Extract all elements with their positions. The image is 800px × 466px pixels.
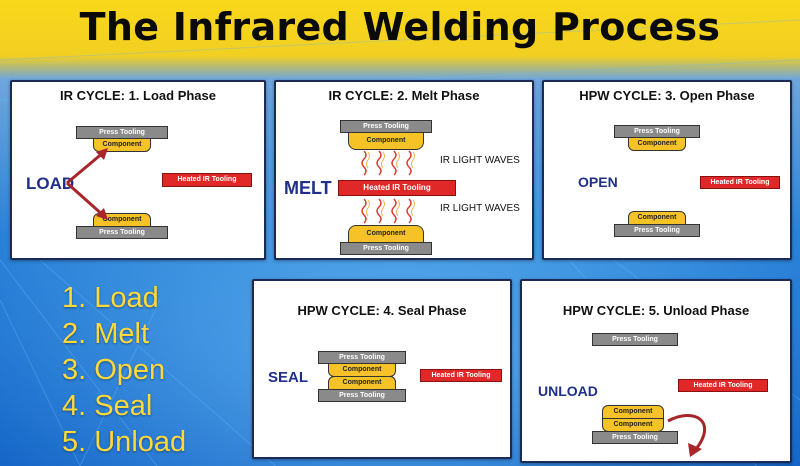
component-bottom: Component [628, 211, 686, 225]
heated-ir-tooling: Heated IR Tooling [338, 180, 456, 196]
panel-title: IR CYCLE: 1. Load Phase [59, 88, 217, 103]
step-list: 1. Load 2. Melt 3. Open 4. Seal 5. Unloa… [62, 280, 186, 460]
panel-title: HPW CYCLE: 3. Open Phase [579, 88, 755, 103]
panel-load-phase: IR CYCLE: 1. Load Phase Press Tooling Co… [10, 80, 266, 260]
step-open: 3. Open [62, 354, 166, 386]
press-tooling-bottom: Press Tooling [340, 242, 432, 255]
step-melt: 2. Melt [62, 318, 150, 350]
page-title: The Infrared Welding Process [79, 5, 721, 49]
unload-label: UNLOAD [538, 383, 598, 399]
seal-label: SEAL [268, 369, 309, 386]
ir-light-waves-label-lower: IR LIGHT WAVES [440, 203, 520, 214]
press-tooling-top: Press Tooling [592, 333, 678, 346]
ir-light-waves-label-upper: IR LIGHT WAVES [440, 155, 520, 166]
panel-title: HPW CYCLE: 5. Unload Phase [562, 303, 750, 318]
heated-ir-tooling: Heated IR Tooling [420, 369, 502, 382]
component-top: Component [348, 132, 424, 150]
load-label: LOAD [26, 174, 75, 193]
ir-light-waves-lower [361, 198, 415, 224]
load-arrows [66, 148, 108, 220]
panel-melt-phase: IR CYCLE: 2. Melt Phase Press Tooling Co… [274, 80, 534, 260]
press-tooling-bottom: Press Tooling [76, 226, 168, 239]
component-top: Component [628, 137, 686, 151]
open-label: OPEN [578, 174, 618, 190]
component-top: Component [328, 363, 396, 377]
panel-unload-phase: HPW CYCLE: 5. Unload Phase Press Tooling… [520, 279, 792, 463]
panel-title: IR CYCLE: 2. Melt Phase [328, 88, 480, 103]
unload-arrow [667, 414, 707, 457]
heated-ir-tooling: Heated IR Tooling [162, 173, 252, 187]
step-unload: 5. Unload [62, 426, 187, 458]
ir-light-waves-upper [361, 150, 415, 176]
panel-open-phase: HPW CYCLE: 3. Open Phase Press Tooling C… [542, 80, 792, 260]
step-load: 1. Load [62, 282, 159, 314]
component-bottom: Component [348, 225, 424, 243]
heated-ir-tooling: Heated IR Tooling [678, 379, 768, 392]
press-tooling-bottom: Press Tooling [592, 431, 678, 444]
press-tooling-bottom: Press Tooling [614, 224, 700, 237]
component-bottom: Component [328, 376, 396, 390]
step-seal: 4. Seal [62, 390, 153, 422]
panel-title: HPW CYCLE: 4. Seal Phase [297, 303, 467, 318]
press-tooling-bottom: Press Tooling [318, 389, 406, 402]
heated-ir-tooling: Heated IR Tooling [700, 176, 780, 189]
panel-seal-phase: HPW CYCLE: 4. Seal Phase Press Tooling C… [252, 279, 512, 459]
melt-label: MELT [284, 178, 332, 198]
